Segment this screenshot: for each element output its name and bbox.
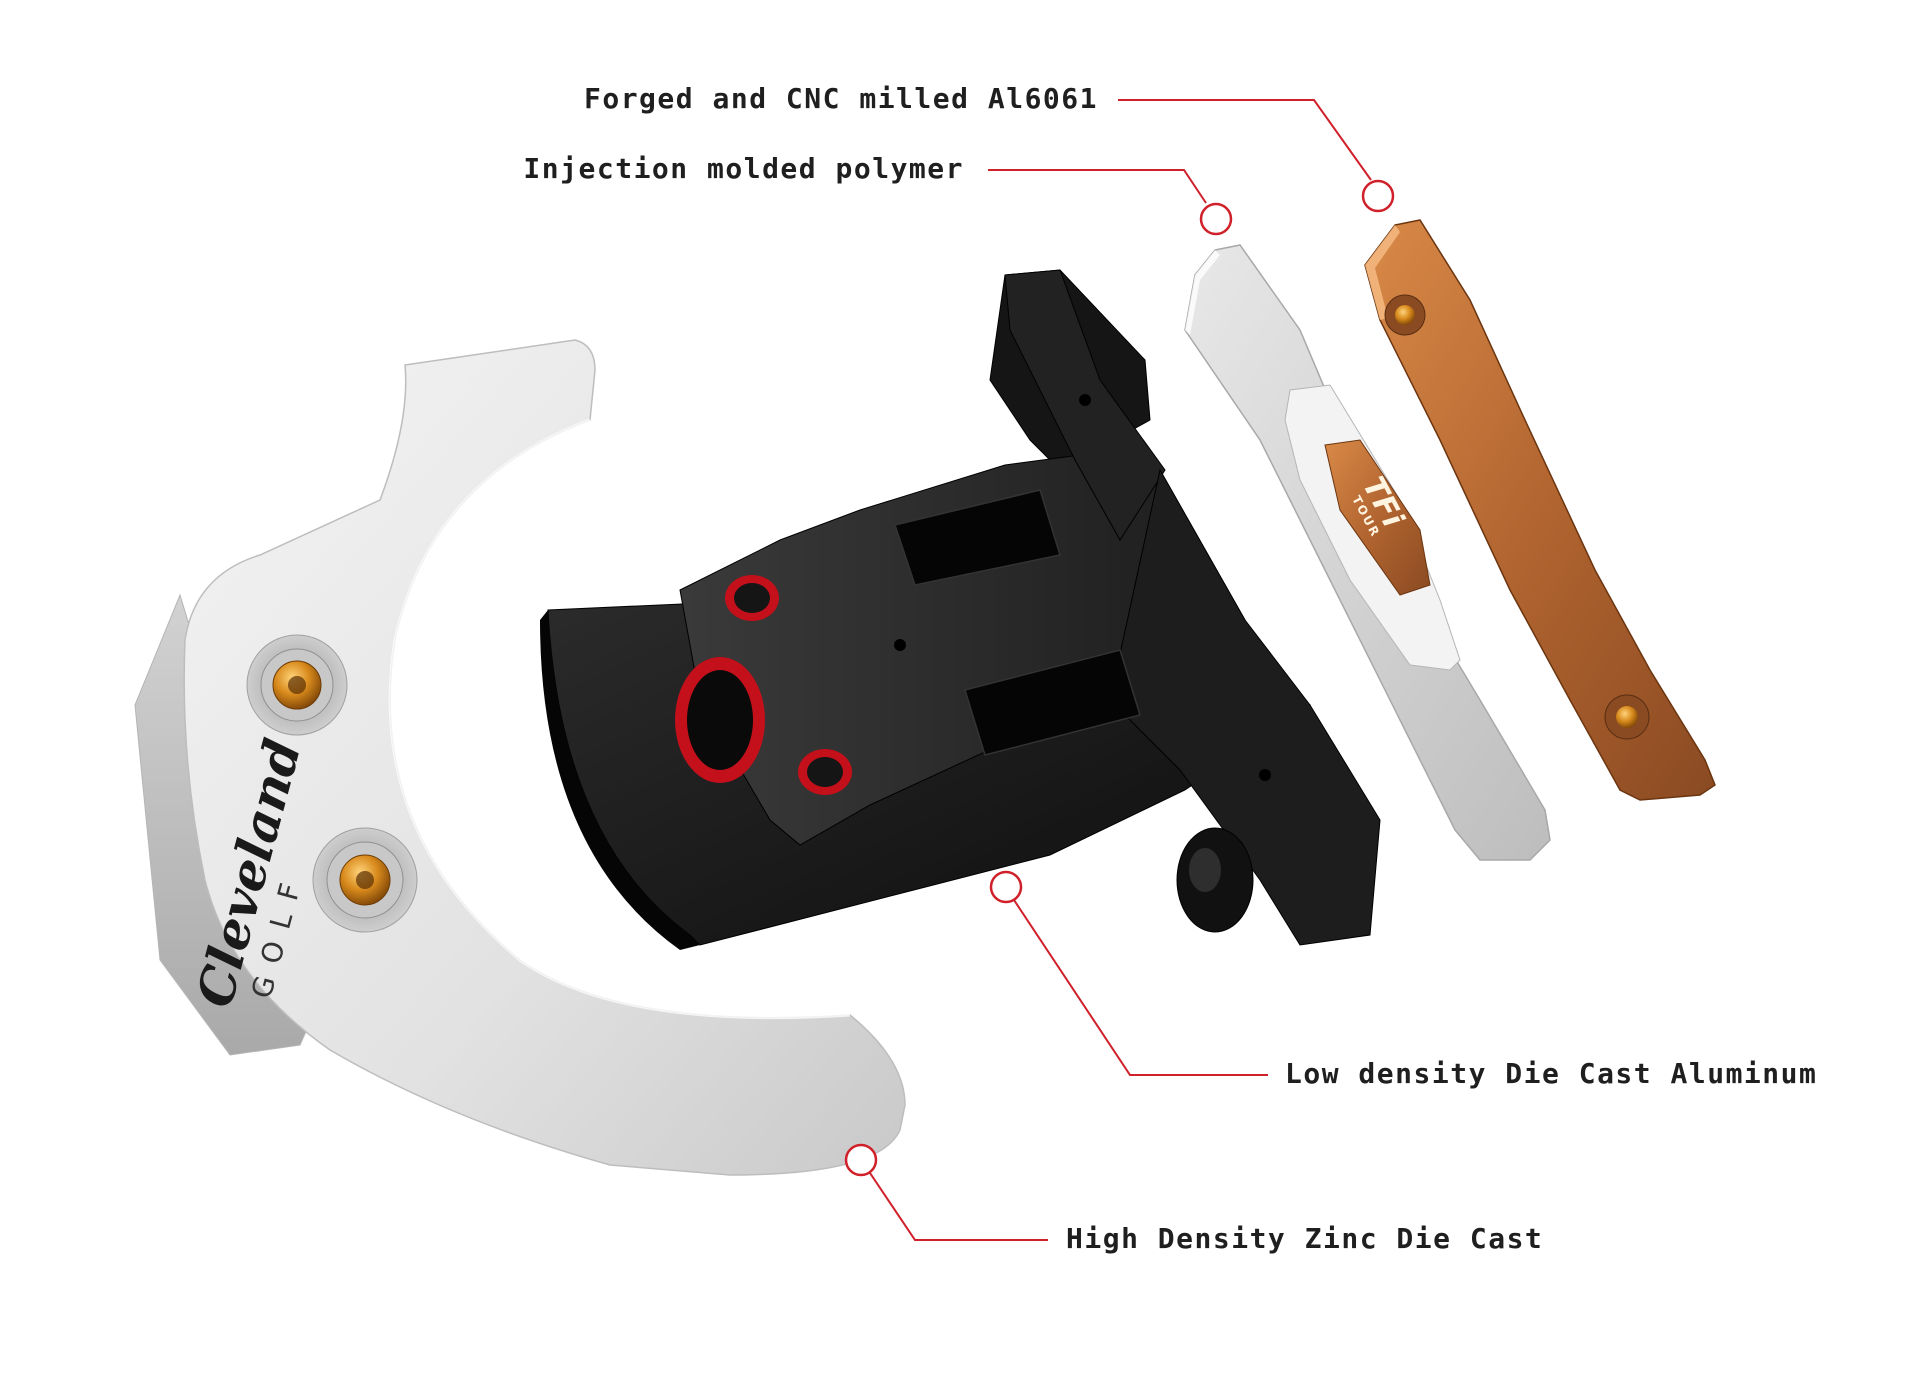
face-insert-screw-upper — [1384, 294, 1426, 336]
svg-text:Low density Die Cast Aluminum: Low density Die Cast Aluminum — [1285, 1057, 1817, 1090]
aluminum-body — [540, 269, 1381, 950]
body-port-lower — [798, 749, 852, 795]
callout-polymer-insert: Injection molded polymer — [523, 152, 1233, 236]
polymer-insert: TFi TOUR — [1184, 244, 1551, 861]
face-insert-screw-lower — [1604, 694, 1650, 740]
svg-text:Forged and CNC milled Al6061: Forged and CNC milled Al6061 — [584, 82, 1098, 115]
callout-aluminum-body: Low density Die Cast Aluminum — [989, 870, 1817, 1090]
zinc-sole-ring: Cleveland GOLF — [134, 339, 906, 1176]
callout-aluminum-insert: Forged and CNC milled Al6061 — [584, 82, 1395, 213]
body-port-large — [675, 657, 765, 783]
svg-text:Injection molded polymer: Injection molded polymer — [523, 152, 964, 185]
svg-text:High Density Zinc Die Cast: High Density Zinc Die Cast — [1066, 1222, 1543, 1255]
zinc-ring-screw-upper — [246, 634, 348, 736]
zinc-ring-screw-lower — [312, 827, 418, 933]
body-port-upper — [725, 575, 779, 621]
callout-zinc-ring: High Density Zinc Die Cast — [844, 1143, 1543, 1255]
aluminum-face-insert — [1364, 219, 1716, 801]
